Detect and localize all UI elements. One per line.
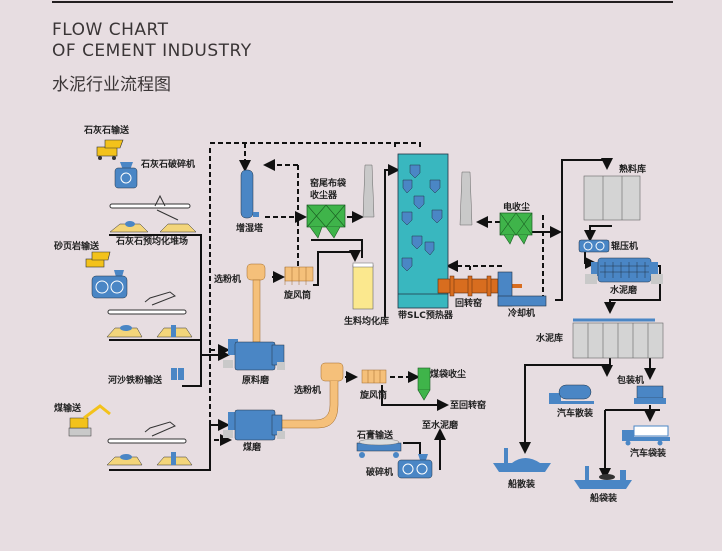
label-raw-cyclone: 旋风筒 [283, 289, 311, 301]
bagged-ship-icon [574, 466, 632, 489]
label-coal-bag-filter: 煤袋收尘 [430, 368, 466, 380]
raw-mill-icon [223, 339, 285, 371]
shale-truck-icon [85, 251, 111, 268]
raw-cyclone-icon [284, 266, 314, 285]
bulk-ship-icon [493, 448, 551, 472]
bulk-truck-icon [549, 384, 594, 404]
title-english-line1: FLOW CHART [52, 20, 169, 40]
label-coal-transport: 煤输送 [54, 402, 82, 414]
label-ship-bagged: 船袋装 [590, 492, 618, 504]
cement-silo-icon [572, 318, 664, 359]
gypsum-crusher-icon [397, 454, 433, 479]
label-limestone-yard: 石灰石预均化堆场 [115, 235, 188, 247]
label-cooler: 冷却机 [508, 307, 535, 319]
coal-belt-conveyor-icon [107, 421, 187, 444]
label-rotary-kiln: 回转窑 [455, 297, 482, 309]
title-english-line2: OF CEMENT INDUSTRY [52, 41, 252, 61]
label-kiln-tail-filter-1: 窑尾布袋 [310, 177, 347, 189]
coal-stockpile-icon [106, 452, 193, 466]
top-rule [52, 1, 673, 3]
shale-crusher-icon [91, 270, 128, 299]
label-truck-bagged: 汽车袋装 [630, 447, 667, 459]
shale-belt-conveyor-icon [107, 291, 187, 315]
cooler-icon [497, 271, 547, 307]
title-chinese: 水泥行业流程图 [52, 75, 171, 95]
humidifier-tower-icon [240, 169, 259, 219]
label-roller-press: 辊压机 [611, 240, 638, 252]
diagram-labels: 石灰石输送 石灰石破碎机 石灰石预均化堆场 砂页岩输送 河沙铁粉输送 煤输送 增… [54, 124, 667, 504]
label-coal-cyclone: 旋风筒 [359, 389, 387, 401]
label-clinker-silo: 熟料库 [619, 163, 646, 175]
label-gypsum-transport: 石膏输送 [356, 429, 394, 441]
label-to-cement-mill: 至水泥磨 [422, 419, 459, 431]
cement-mill-icon [585, 257, 663, 284]
limestone-crusher-icon [114, 162, 138, 189]
limestone-stockpile-icon [109, 221, 197, 233]
label-raw-mill: 原料磨 [242, 374, 270, 386]
bagged-truck-icon [622, 425, 670, 446]
sand-iron-powder-hopper-icon [171, 368, 184, 380]
label-to-rotary-kiln: 至回转窑 [450, 399, 486, 411]
label-cement-mill: 水泥磨 [610, 284, 638, 296]
clinker-silo-icon [583, 175, 641, 221]
raw-meal-silo-icon [352, 262, 374, 310]
coal-cyclone-icon [361, 369, 387, 384]
solid-material-lines [109, 158, 661, 480]
label-limestone-crusher: 石灰石破碎机 [140, 158, 195, 170]
gypsum-wagon-icon [356, 438, 402, 458]
label-truck-bulk: 汽车散装 [557, 407, 594, 419]
coal-mill-icon [223, 409, 285, 441]
label-raw-meal-silo: 生料均化库 [344, 315, 389, 327]
roller-press-icon [578, 239, 610, 253]
label-coal-separator: 选粉机 [294, 384, 321, 396]
label-sand-iron-powder: 河沙铁粉输送 [108, 374, 163, 386]
label-cement-silo: 水泥库 [536, 332, 563, 344]
shale-stockpile-icon [106, 325, 193, 338]
packing-machine-icon [634, 385, 666, 404]
label-packing-machine: 包装机 [616, 374, 644, 386]
label-raw-separator: 选粉机 [214, 273, 241, 285]
label-kiln-tail-filter-2: 收尘器 [310, 189, 338, 201]
rotary-kiln-icon [437, 275, 522, 297]
limestone-belt-conveyor-icon [109, 194, 191, 221]
label-esp: 电收尘 [503, 201, 530, 213]
label-shale-transport: 砂页岩输送 [54, 240, 100, 252]
chimney-kiln-icon [459, 171, 473, 226]
title-english: FLOW CHART OF CEMENT INDUSTRY [52, 20, 252, 62]
label-humidifier-tower: 增湿塔 [236, 222, 264, 234]
coal-crane-icon [68, 404, 111, 437]
label-coal-mill: 煤磨 [243, 441, 262, 453]
dashed-gas-lines [209, 142, 544, 446]
label-gypsum-crusher: 破碎机 [366, 466, 393, 478]
limestone-truck-icon [96, 139, 124, 160]
chimney-raw-mill-icon [362, 164, 375, 218]
label-limestone-transport: 石灰石输送 [83, 124, 130, 136]
electrostatic-precipitator-icon [499, 212, 533, 245]
kiln-tail-bag-filter-icon [306, 204, 346, 239]
label-preheater: 带SLC预热器 [398, 309, 454, 321]
label-ship-bulk: 船散装 [508, 478, 536, 490]
raw-separator-icon [246, 263, 266, 343]
coal-bag-filter-icon [417, 367, 431, 401]
